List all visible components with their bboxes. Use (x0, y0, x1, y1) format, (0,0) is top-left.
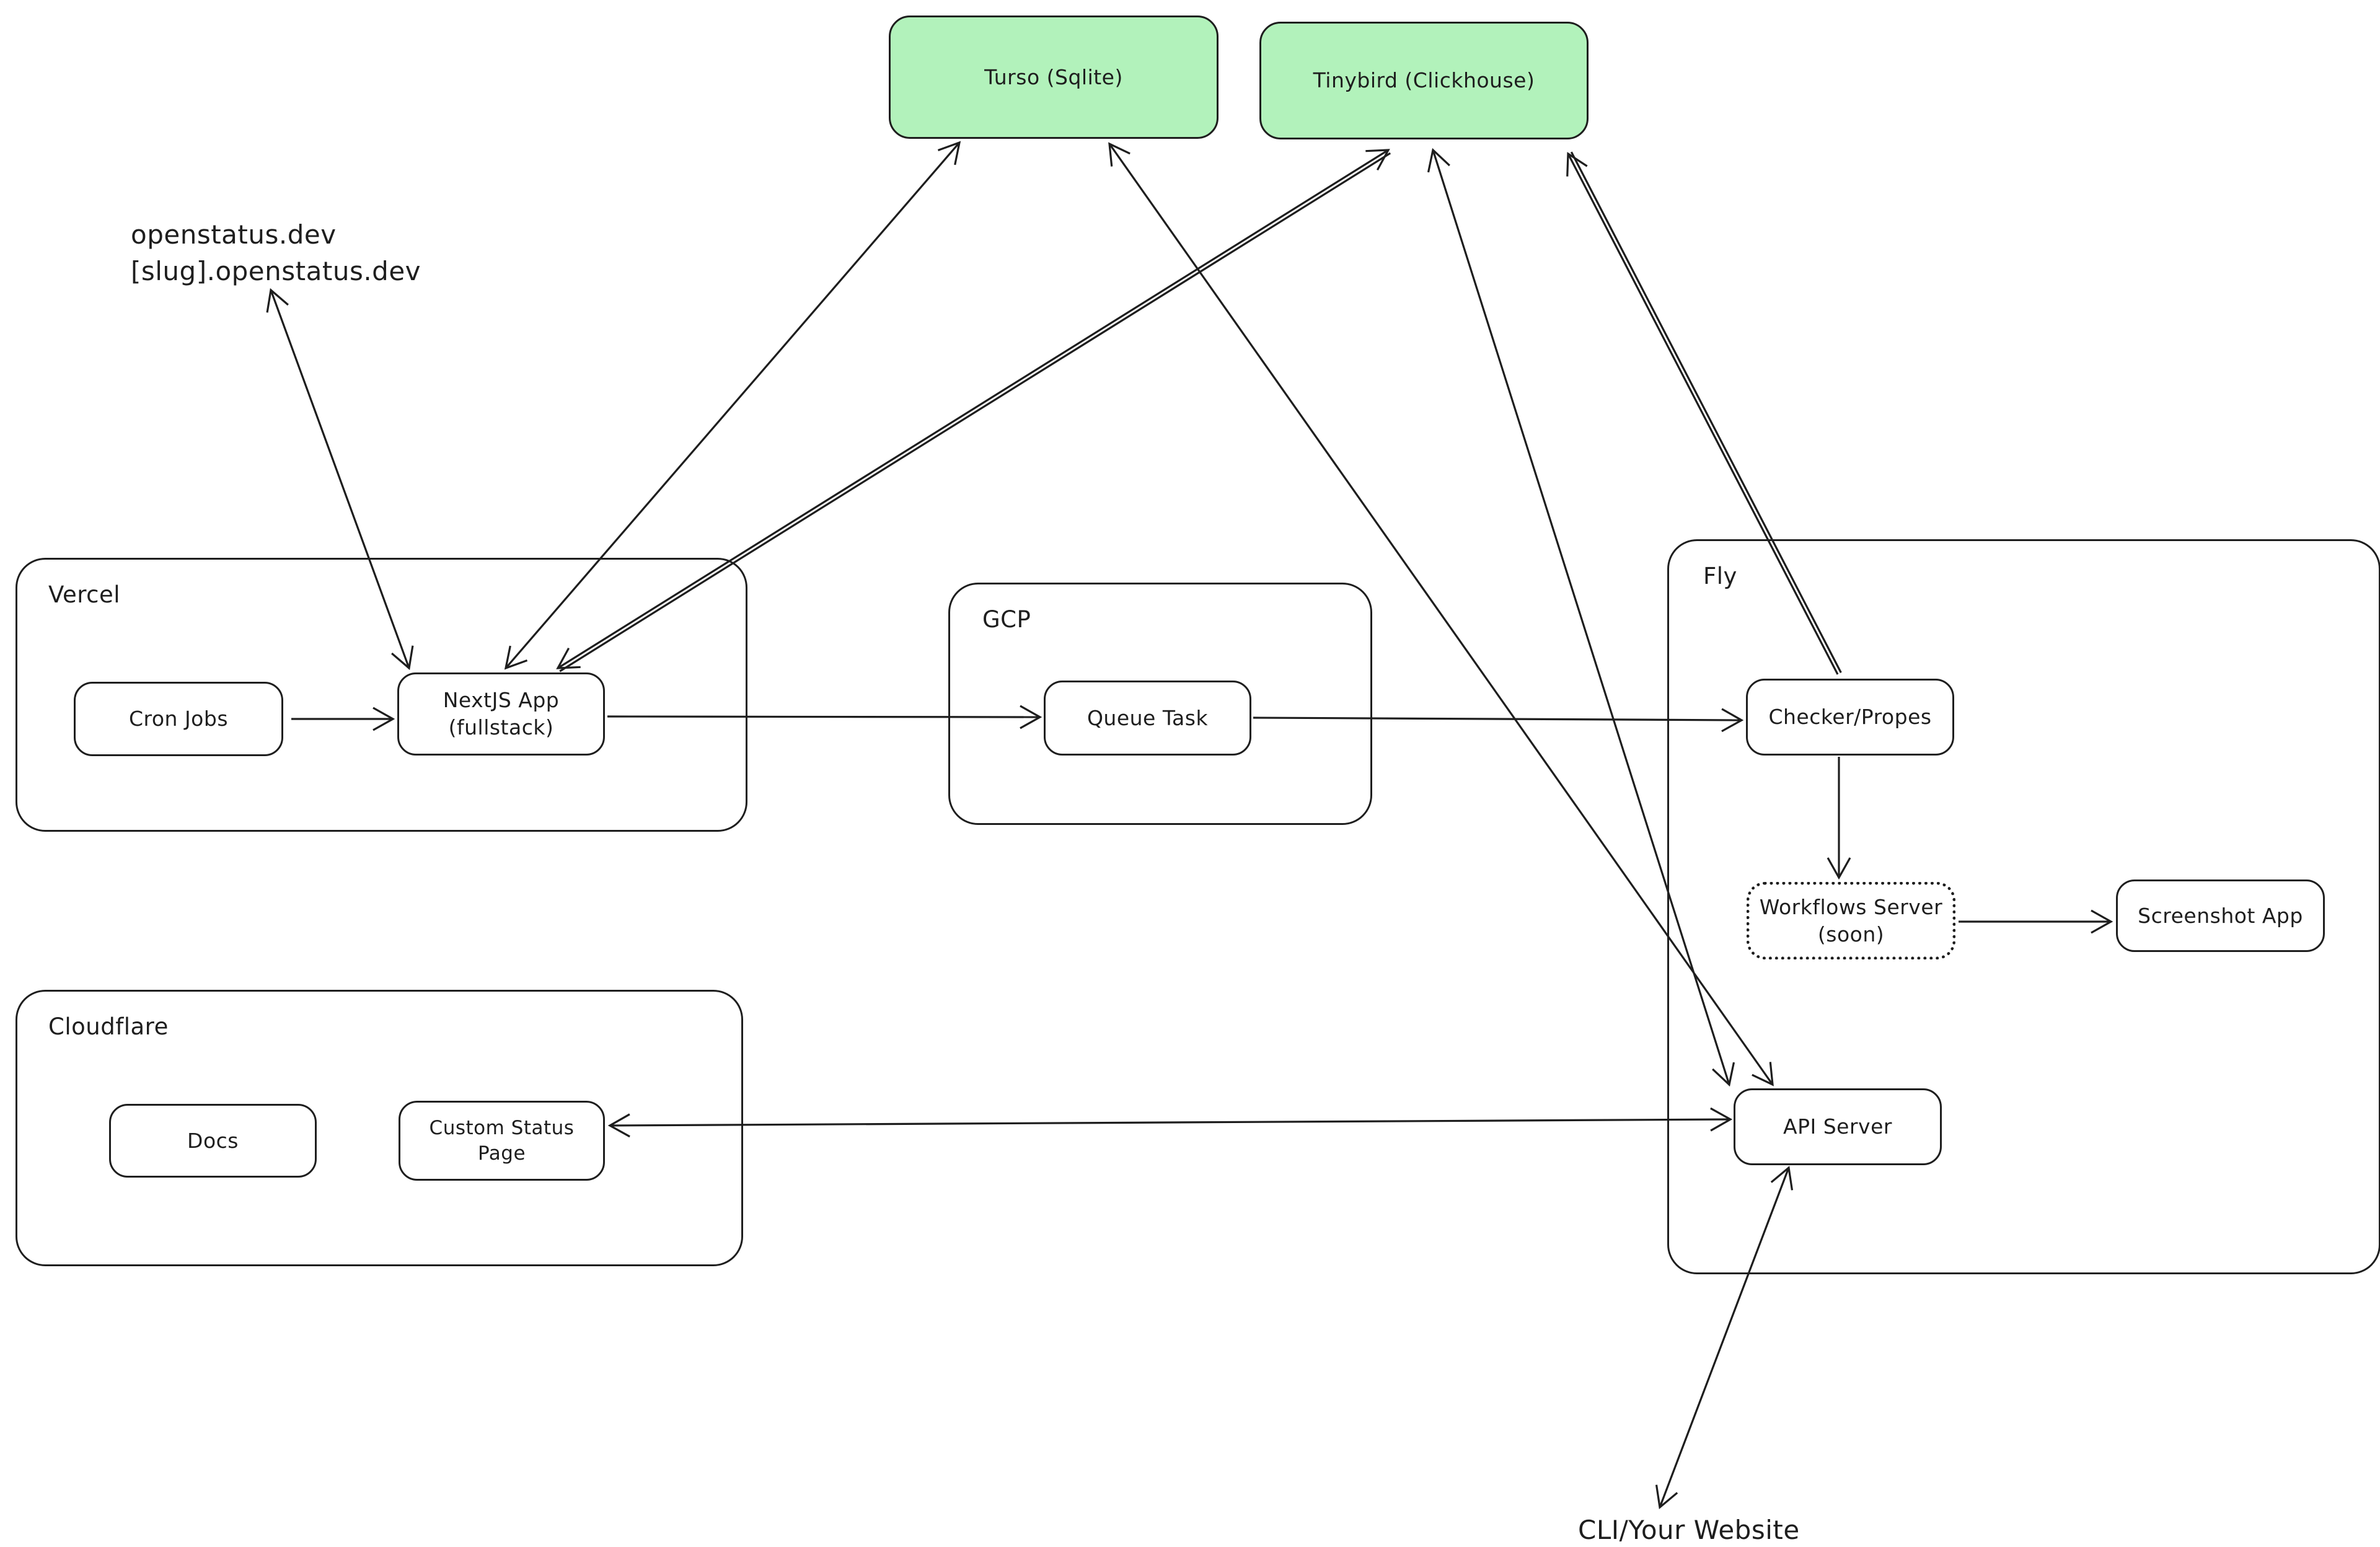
node-cron-jobs-label: Cron Jobs (128, 707, 229, 731)
node-screenshot-app: Screenshot App (2116, 879, 2325, 952)
node-workflows-server-label: Workflows Server (1759, 894, 1943, 919)
node-checker-label: Checker/Propes (1768, 705, 1932, 729)
node-turso-label: Turso (Sqlite) (984, 64, 1123, 89)
container-vercel (15, 558, 747, 832)
node-workflows-server: Workflows Server (soon) (1747, 882, 1955, 959)
container-gcp-label: GCP (982, 606, 1031, 633)
node-tinybird: Tinybird (Clickhouse) (1259, 22, 1589, 139)
edge-api_server-to-custom_status_page (607, 1107, 1733, 1138)
container-vercel-label: Vercel (48, 581, 120, 608)
annotation-domains: openstatus.dev [slug].openstatus.dev (131, 219, 421, 286)
node-nextjs-app-label: NextJS App (443, 688, 560, 713)
node-tinybird-label: Tinybird (Clickhouse) (1313, 68, 1535, 93)
container-cloudflare (15, 990, 743, 1266)
container-gcp (948, 583, 1372, 825)
node-screenshot-app-label: Screenshot App (2138, 903, 2303, 928)
node-api-server: API Server (1734, 1088, 1942, 1165)
node-docs-label: Docs (187, 1128, 239, 1153)
node-checker: Checker/Propes (1746, 679, 1954, 756)
node-turso: Turso (Sqlite) (889, 15, 1219, 139)
container-cloudflare-label: Cloudflare (48, 1013, 169, 1040)
node-queue-task: Queue Task (1044, 681, 1251, 756)
annotation-cli: CLI/Your Website (1578, 1515, 1800, 1545)
node-api-server-label: API Server (1783, 1114, 1892, 1139)
node-docs: Docs (109, 1104, 317, 1178)
node-custom-status-page: Custom Status Page (399, 1101, 605, 1181)
container-fly-label: Fly (1703, 563, 1737, 589)
node-custom-status-page-label: Custom Status Page (429, 1116, 575, 1165)
container-fly (1667, 539, 2380, 1274)
node-nextjs-app-sublabel: (fullstack) (448, 715, 554, 739)
node-nextjs-app: NextJS App (fullstack) (397, 672, 605, 756)
node-queue-task-label: Queue Task (1086, 705, 1209, 730)
node-cron-jobs: Cron Jobs (74, 682, 283, 756)
node-workflows-server-sublabel: (soon) (1817, 922, 1885, 946)
